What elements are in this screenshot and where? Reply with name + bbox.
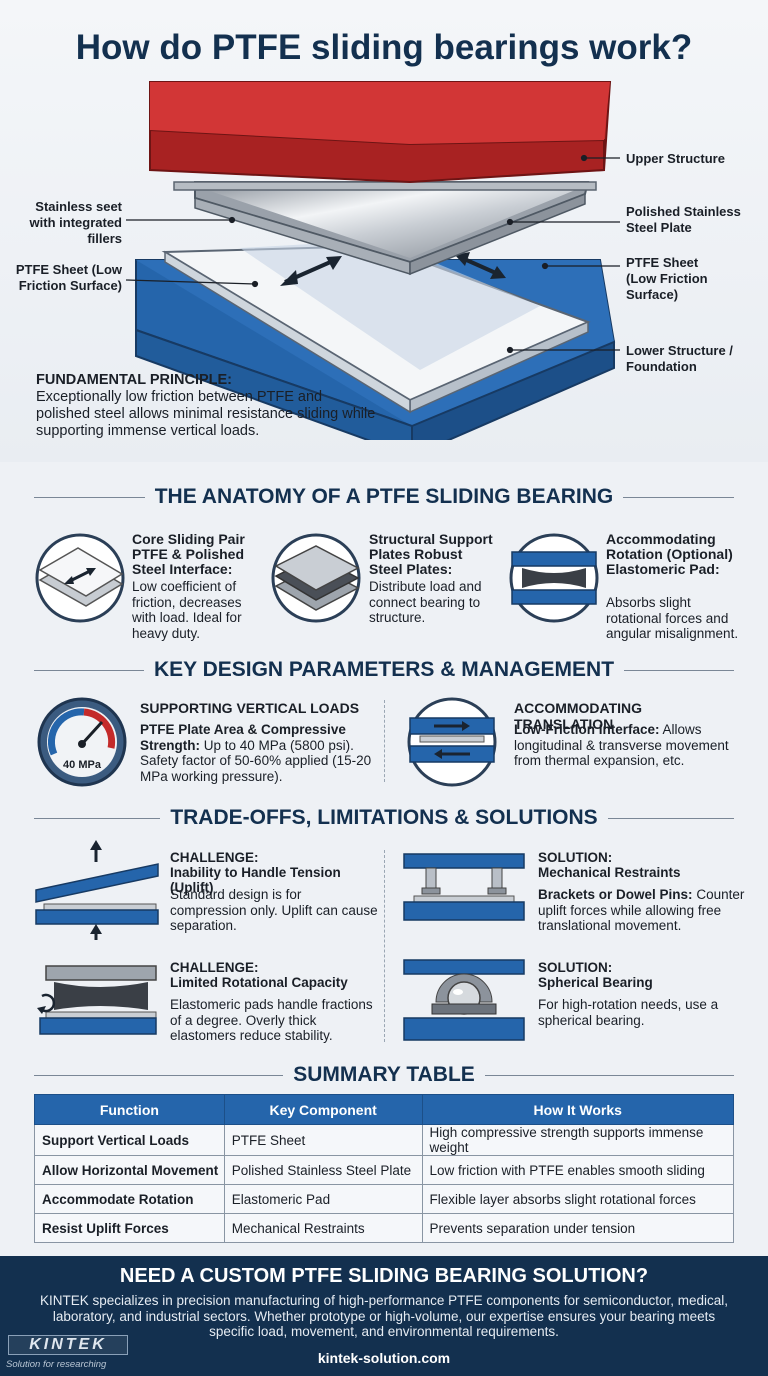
table-cell: High compressive strength supports immen… [421,1124,734,1156]
anatomy-item-3-title: Accommodating Rotation (Optional) Elasto… [606,531,733,577]
table-cell: Low friction with PTFE enables smooth sl… [421,1155,734,1185]
uplift-solution-text: Brackets or Dowel Pins: Counter uplift f… [538,887,748,934]
polished-steel-plate [194,181,590,276]
page-title: How do PTFE sliding bearings work? [75,28,693,67]
summary-heading: SUMMARY TABLE [0,1060,768,1090]
tradeoffs-heading: TRADE-OFFS, LIMITATIONS & SOLUTIONS [0,803,768,833]
leader-lines [125,154,620,354]
anatomy-heading: THE ANATOMY OF A PTFE SLIDING BEARING [0,482,768,512]
bearing-exploded-diagram [125,81,620,440]
translation-icon [407,697,497,787]
spherical-bearing-icon [403,959,525,1041]
table-cell: Prevents separation under tension [421,1213,734,1243]
cta-body: KINTEK specializes in precision manufact… [39,1293,729,1339]
anatomy-item-3-text: Absorbs slight rotational forces and ang… [606,595,739,641]
cta-footer [0,1256,768,1376]
mechanical-restraints-icon [403,853,525,921]
ptfe-sheet-layer [161,240,591,414]
table-header: How It Works [421,1094,734,1125]
table-cell: Flexible layer absorbs slight rotational… [421,1184,734,1214]
tradeoffs-heading-text: TRADE-OFFS, LIMITATIONS & SOLUTIONS [160,806,608,829]
uplift-challenge-text: Standard design is for compression only.… [170,887,378,933]
uplift-challenge-kicker: CHALLENGE: [170,850,259,865]
anatomy-item-1-text: Low coefficient of friction, decreases w… [132,579,242,641]
uplift-solution-body: Counter uplift forces while allowing fre… [538,887,745,933]
elastomeric-pad-icon [509,533,599,623]
upper-structure-block [149,81,612,191]
translation-body: Allows longitudinal & transverse movemen… [514,722,729,768]
table-cell: Allow Horizontal Movement [34,1155,225,1185]
brand-tagline: Solution for researching [6,1359,107,1370]
rotation-challenge-kicker: CHALLENGE: [170,960,259,975]
vertical-loads-body: Up to 40 MPa (5800 psi). Safety factor o… [140,737,372,784]
label-polished-plate: Polished Stainless Steel Plate [626,204,741,235]
table-cell: Mechanical Restraints [223,1213,423,1243]
table-row: Allow Horizontal Movement Polished Stain… [34,1155,734,1185]
vertical-loads-lead: PTFE Plate Area & Compressive Strength: [140,722,346,753]
param-divider [384,700,385,782]
table-cell: Polished Stainless Steel Plate [223,1155,423,1185]
rotation-solution-title: Spherical Bearing [538,975,653,990]
parameters-heading-text: KEY DESIGN PARAMETERS & MANAGEMENT [143,658,625,681]
translation-lead: Low-Friction Interface: [514,722,660,737]
table-row: Resist Uplift Forces Mechanical Restrain… [34,1213,734,1243]
rotation-solution-kicker: SOLUTION: [538,960,613,975]
translation-text: Low-Friction Interface: Allows longitudi… [514,722,744,769]
translation-title: ACCOMMODATING TRANSLATION [514,700,643,732]
uplift-solution-title: Mechanical Restraints [538,865,681,880]
fundamental-principle: FUNDAMENTAL PRINCIPLE: Exceptionally low… [36,372,376,440]
anatomy-heading-text: THE ANATOMY OF A PTFE SLIDING BEARING [144,485,624,508]
pressure-gauge-icon: 40 MPa [37,697,127,787]
label-ptfe-sheet-right: PTFE Sheet (Low Friction Surface) [626,255,708,302]
table-cell: PTFE Sheet [223,1124,423,1156]
website-link[interactable]: kintek-solution.com [317,1350,451,1366]
cta-title: NEED A CUSTOM PTFE SLIDING BEARING SOLUT… [119,1265,649,1287]
table-cell: Elastomeric Pad [223,1184,423,1214]
table-row: Support Vertical Loads PTFE Sheet High c… [34,1124,734,1156]
rotation-challenge-icon [37,965,157,1035]
kintek-logo: KINTEK [8,1335,128,1355]
label-upper-structure: Upper Structure [626,151,725,166]
uplift-solution-kicker: SOLUTION: [538,850,613,865]
table-header: Function [34,1094,225,1125]
uplift-challenge-icon [35,840,159,940]
parameters-heading: KEY DESIGN PARAMETERS & MANAGEMENT [0,655,768,685]
table-cell: Support Vertical Loads [34,1124,225,1156]
rotation-solution-text: For high-rotation needs, use a spherical… [538,997,719,1028]
principle-text: Exceptionally low friction between PTFE … [36,389,376,439]
tradeoffs-divider [384,850,385,1042]
principle-title: FUNDAMENTAL PRINCIPLE: [36,372,233,388]
summary-table: Function Key Component How It Works Supp… [34,1094,734,1243]
rotation-challenge-title: Limited Rotational Capacity [170,975,348,990]
table-cell: Resist Uplift Forces [34,1213,225,1243]
support-plates-icon [271,533,361,623]
anatomy-item-1-title: Core Sliding Pair PTFE & Polished Steel … [132,531,245,577]
table-header: Key Component [223,1094,423,1125]
uplift-challenge-title: Inability to Handle Tension (Uplift) [170,865,341,895]
summary-heading-text: SUMMARY TABLE [283,1063,485,1086]
gauge-label: 40 MPa [63,759,102,771]
movement-arrows [280,252,506,286]
sliding-pair-icon [35,533,125,623]
label-lower-structure: Lower Structure / Foundation [626,343,733,374]
table-cell: Accommodate Rotation [34,1184,225,1214]
label-ptfe-sheet-left: PTFE Sheet (Low Friction Surface) [15,262,122,293]
vertical-loads-title: SUPPORTING VERTICAL LOADS [140,700,360,716]
anatomy-item-2-text: Distribute load and connect bearing to s… [369,579,482,625]
label-stainless-seet: Stainless seet with integrated fillers [29,199,122,246]
table-row: Accommodate Rotation Elastomeric Pad Fle… [34,1184,734,1214]
uplift-solution-lead: Brackets or Dowel Pins: [538,887,693,902]
table-header-row: Function Key Component How It Works [34,1094,734,1125]
vertical-loads-text: PTFE Plate Area & Compressive Strength: … [140,722,380,784]
anatomy-item-2-title: Structural Support Plates Robust Steel P… [369,531,493,577]
rotation-challenge-text: Elastomeric pads handle fractions of a d… [170,997,373,1043]
